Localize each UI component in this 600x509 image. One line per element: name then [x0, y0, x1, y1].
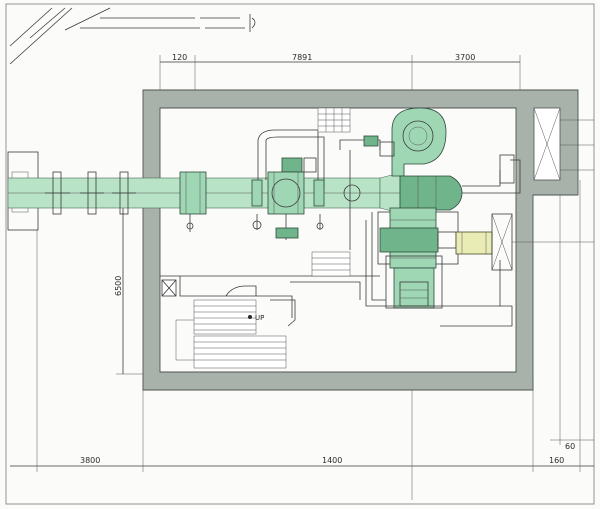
top-left-hatch [9, 7, 256, 65]
dim-bottom-left: 3800 [80, 456, 100, 465]
dim-bottom-right-small: 60 [565, 442, 575, 451]
valve-assembly [251, 129, 381, 250]
main-air-duct [7, 171, 430, 232]
dim-top-left: 120 [172, 53, 187, 62]
stairs-mid [311, 251, 351, 277]
stairs-bottom [175, 299, 287, 369]
dim-top-middle: 7891 [292, 53, 312, 62]
dim-left-vertical: 6500 [114, 276, 123, 296]
stair-up-marker [248, 315, 252, 319]
stairs-top [317, 107, 351, 133]
stair-up-label: UP [255, 314, 264, 322]
dim-bottom-right: 160 [549, 456, 564, 465]
dimension-lines [10, 55, 594, 500]
dim-bottom-middle: 1400 [322, 456, 342, 465]
dim-top-right: 3700 [455, 53, 475, 62]
blower-unit [377, 207, 459, 309]
electrical-panel [161, 279, 257, 297]
transition-duct [399, 154, 521, 211]
exhaust-fan [455, 213, 594, 271]
building-walls [142, 89, 594, 391]
sheet-border [5, 3, 595, 505]
centrifugal-fan [379, 107, 447, 177]
